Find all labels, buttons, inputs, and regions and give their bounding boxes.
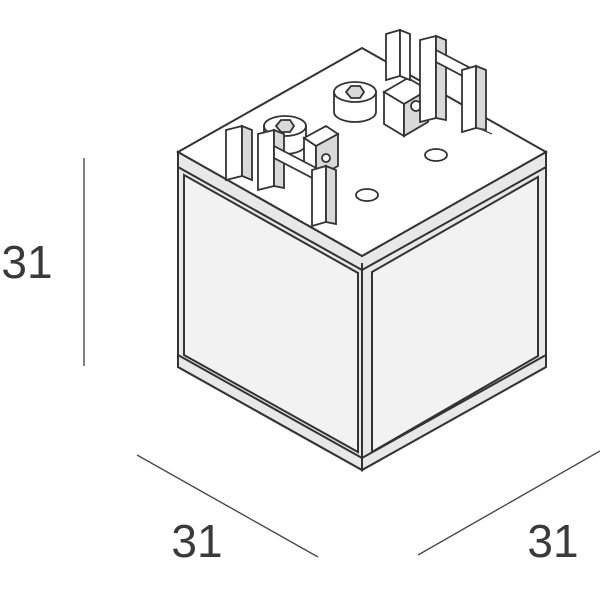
width-dimension-line <box>136 454 319 558</box>
front-clip <box>225 124 337 228</box>
cube-left-panel <box>183 173 359 454</box>
cube-top-face <box>175 46 549 258</box>
cube-body <box>175 46 549 472</box>
height-dimension-label: 31 <box>1 236 52 288</box>
width-dimension-label: 31 <box>171 515 222 567</box>
cube-right-panel <box>371 175 539 454</box>
top-hole <box>355 188 379 202</box>
depth-dimension-line <box>417 450 600 556</box>
depth-dimension-label: 31 <box>527 515 578 567</box>
hex-screw-rear <box>333 81 377 123</box>
rear-clip <box>385 28 493 135</box>
top-hole <box>424 148 448 162</box>
